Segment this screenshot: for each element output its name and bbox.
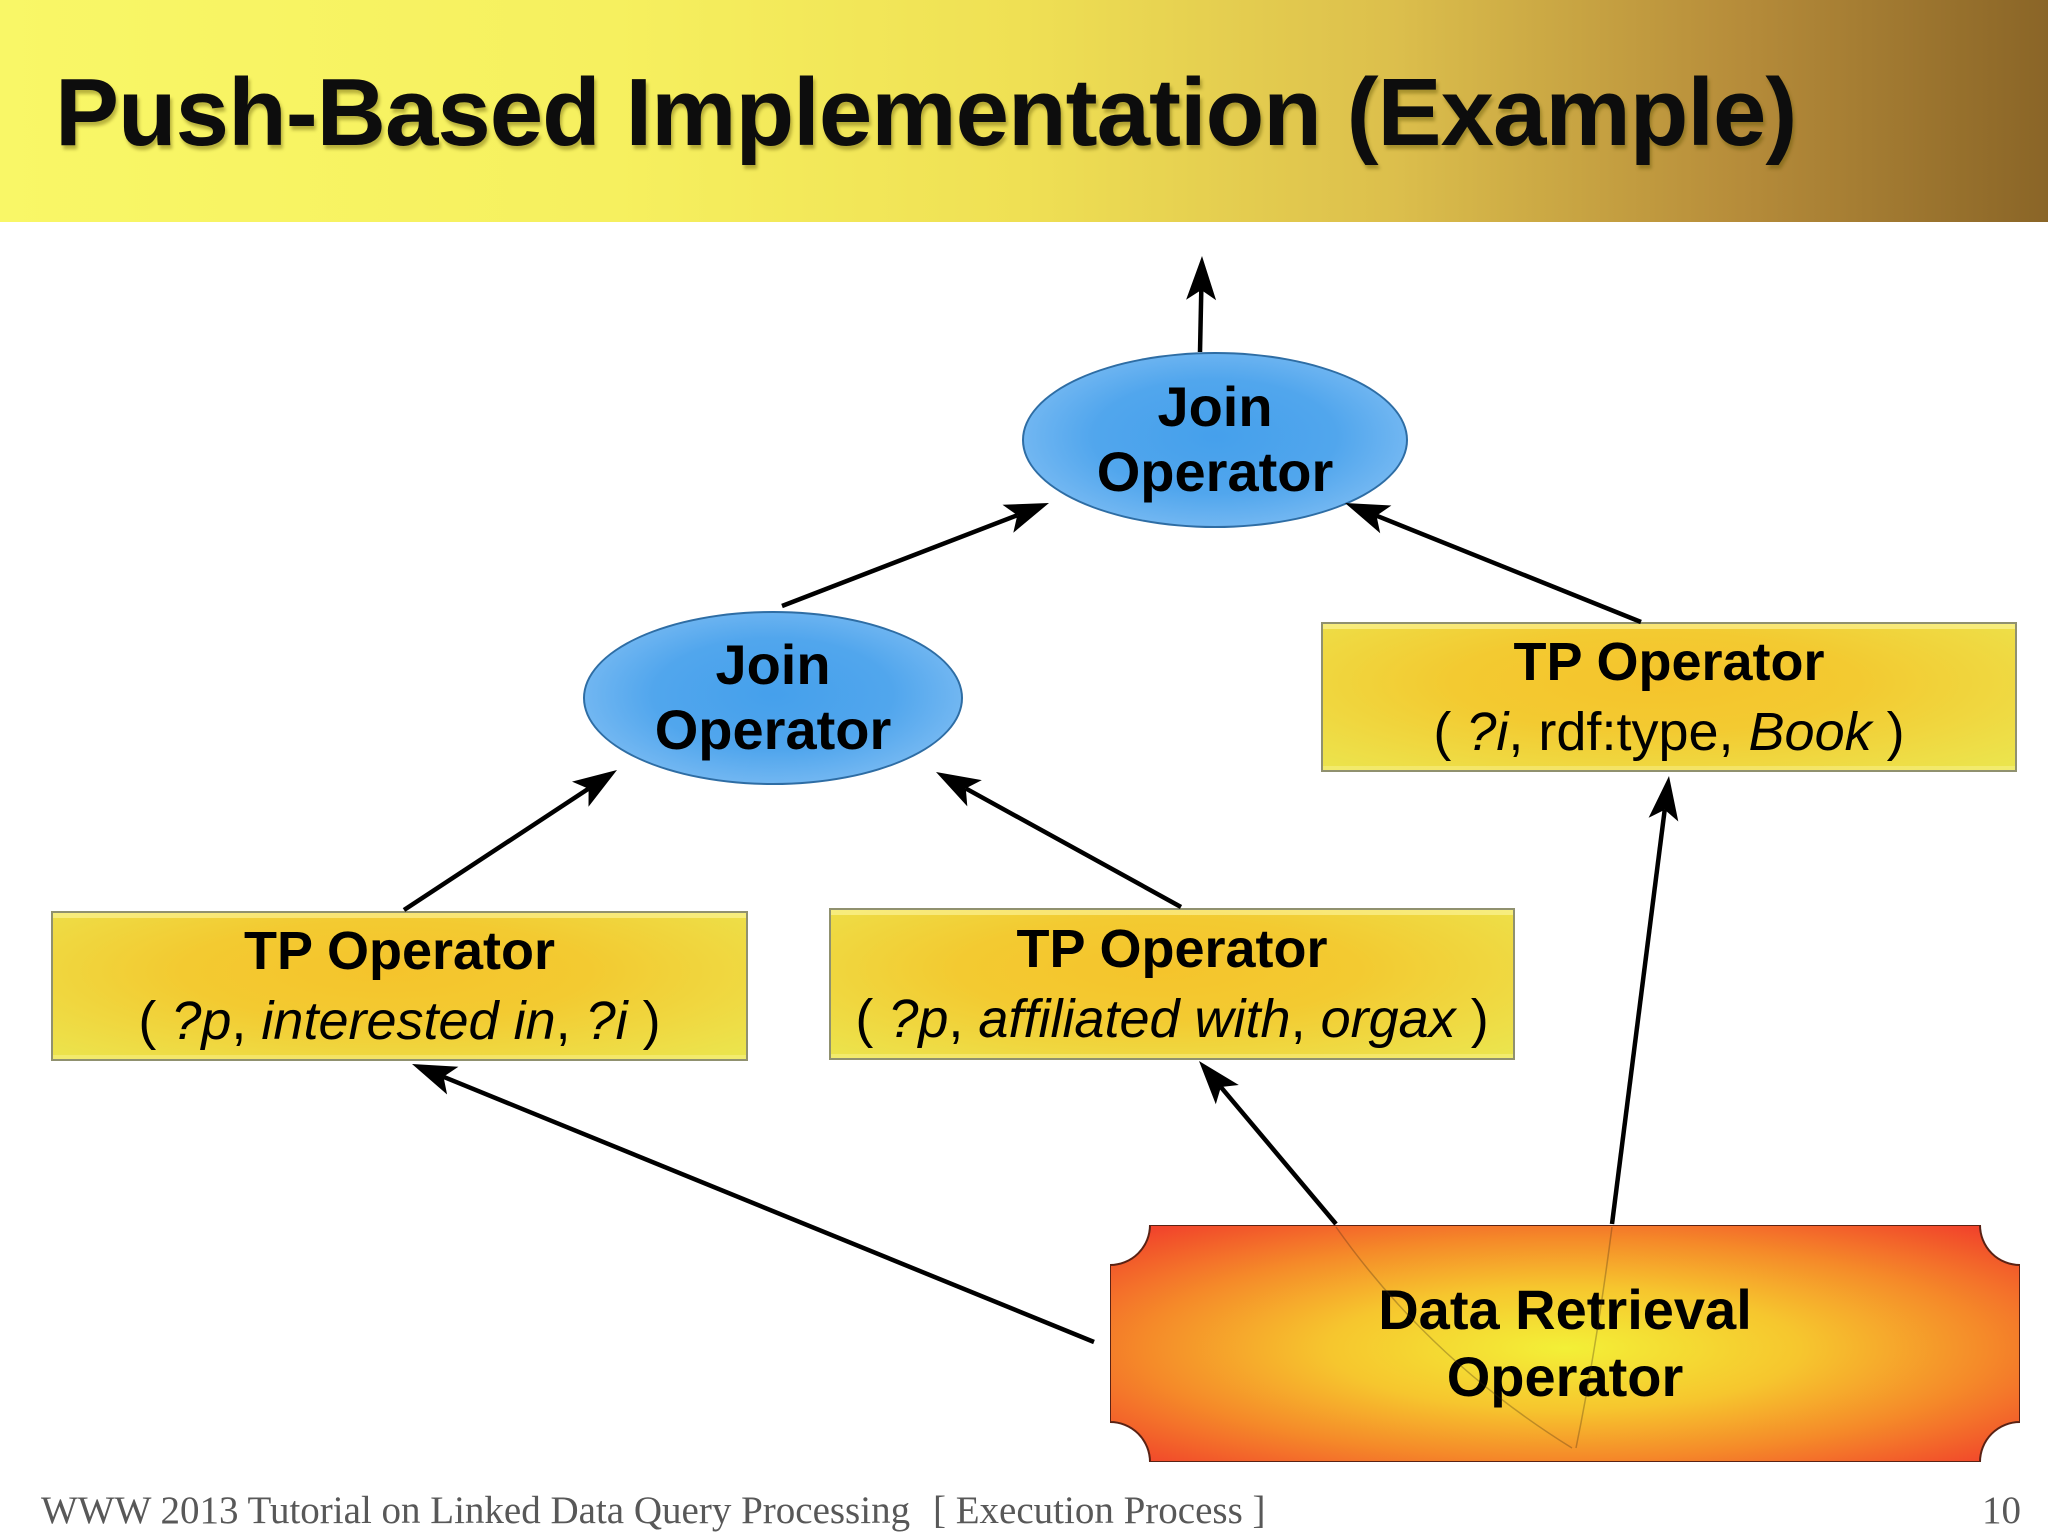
triple-segment: , xyxy=(1718,702,1749,762)
triple-segment: ) xyxy=(627,991,661,1051)
tp-operator-left-triple: ( ?p, interested in, ?i ) xyxy=(53,986,746,1056)
triple-segment: orgax xyxy=(1320,989,1456,1049)
triple-segment: , xyxy=(948,989,979,1049)
join-operator-mid-label-line1: Join xyxy=(715,633,831,697)
arrow-join-mid-to-join-top xyxy=(781,503,1049,609)
arrow-retrieval-to-tp-right xyxy=(1609,776,1679,1225)
join-operator-top-node: Join Operator xyxy=(1022,352,1408,528)
footer-page-number: 10 xyxy=(1982,1489,2021,1532)
join-operator-mid-label-line2: Operator xyxy=(654,698,892,761)
triple-segment: , xyxy=(1508,702,1539,762)
triple-segment: ?p xyxy=(171,991,232,1051)
data-retrieval-label-line2: Operator xyxy=(1446,1344,1684,1408)
join-operator-top-label-line2: Operator xyxy=(1096,440,1334,503)
triple-segment: ?i xyxy=(1466,702,1509,762)
tp-operator-mid-triple: ( ?p, affiliated with, orgax ) xyxy=(831,984,1513,1054)
tp-operator-mid-title: TP Operator xyxy=(1016,918,1328,979)
data-retrieval-operator-label: Data Retrieval Operator xyxy=(1110,1225,2020,1462)
triple-segment: ) xyxy=(1455,989,1489,1049)
tp-operator-mid-node: TP Operator ( ?p, affiliated with, orgax… xyxy=(829,908,1515,1060)
tp-operator-left-title: TP Operator xyxy=(243,920,556,981)
join-operator-top-label-line1: Join xyxy=(1157,375,1273,439)
tp-operator-right-title: TP Operator xyxy=(1513,631,1825,692)
tp-operator-left-node: TP Operator ( ?p, interested in, ?i ) xyxy=(51,911,748,1061)
triple-segment: ( xyxy=(855,989,889,1049)
arrow-tp-right-to-join-top xyxy=(1345,503,1642,625)
tp-operator-right-node: TP Operator ( ?i, rdf:type, Book ) xyxy=(1321,622,2017,772)
arrow-tp-mid-to-join-mid xyxy=(936,772,1183,909)
triple-segment: ?i xyxy=(585,991,628,1051)
join-operator-mid-node: Join Operator xyxy=(583,611,963,785)
triple-segment: , xyxy=(1290,989,1321,1049)
slide-title: Push-Based Implementation (Example) xyxy=(55,59,1797,166)
triple-segment: ) xyxy=(1871,702,1905,762)
triple-segment: interested in xyxy=(261,991,556,1051)
triple-segment: ( xyxy=(1433,702,1467,762)
footer-left-text: WWW 2013 Tutorial on Linked Data Query P… xyxy=(41,1489,911,1532)
triple-segment: , xyxy=(555,991,586,1051)
triple-segment: ?p xyxy=(888,989,949,1049)
title-band: Push-Based Implementation (Example) xyxy=(0,0,2048,222)
data-retrieval-operator-node: Data Retrieval Operator xyxy=(1110,1225,2020,1462)
triple-segment: affiliated with xyxy=(978,989,1291,1049)
arrow-join-top-to-output xyxy=(1186,256,1217,353)
triple-segment: Book xyxy=(1748,702,1872,762)
arrow-retrieval-to-tp-left xyxy=(412,1064,1095,1345)
footer-section-text: [ Execution Process ] xyxy=(933,1489,1266,1532)
plaque-shape xyxy=(1110,1225,2020,1462)
tp-operator-right-triple: ( ?i, rdf:type, Book ) xyxy=(1323,697,2015,767)
arrow-retrieval-to-tp-mid xyxy=(1199,1061,1338,1226)
triple-segment: , xyxy=(231,991,262,1051)
arrow-tp-left-to-join-mid xyxy=(402,770,617,912)
triple-segment: rdf:type xyxy=(1538,702,1719,762)
data-retrieval-label-line1: Data Retrieval xyxy=(1378,1278,1752,1342)
triple-segment: ( xyxy=(138,991,172,1051)
